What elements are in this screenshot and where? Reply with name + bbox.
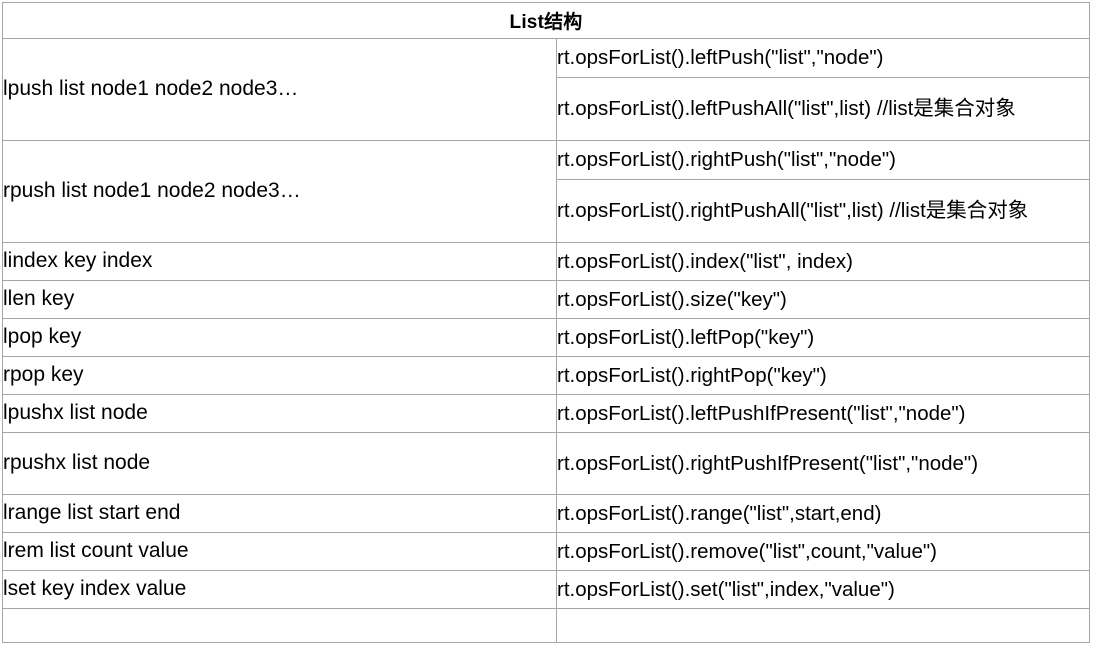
table-row[interactable]: lset key index value rt.opsForList().set…: [2, 570, 1091, 609]
command-cell: [2, 608, 557, 643]
api-cell: [555, 608, 1091, 643]
api-cell: rt.opsForList().rightPop("key"): [555, 356, 1091, 395]
api-text: rt.opsForList().leftPushAll("list",list)…: [557, 97, 1016, 121]
table-row[interactable]: rpop key rt.opsForList().rightPop("key"): [2, 356, 1091, 395]
command-cell: lpush list node1 node2 node3…: [2, 38, 557, 141]
command-cell: lrange list start end: [2, 494, 557, 533]
api-text: rt.opsForList().rightPush("list","node"): [557, 148, 896, 172]
api-cell: rt.opsForList().range("list",start,end): [555, 494, 1091, 533]
table-row-continuation[interactable]: rt.opsForList().leftPushAll("list",list)…: [3, 77, 1091, 141]
table-row[interactable]: lpushx list node rt.opsForList().leftPus…: [2, 394, 1091, 433]
api-cell: rt.opsForList().leftPop("key"): [555, 318, 1091, 357]
api-cell: rt.opsForList().rightPushAll("list",list…: [555, 179, 1091, 243]
api-text: rt.opsForList().rightPop("key"): [557, 363, 827, 387]
table-row-continuation[interactable]: rt.opsForList().rightPushAll("list",list…: [3, 179, 1091, 243]
api-text: rt.opsForList().leftPushIfPresent("list"…: [557, 401, 966, 425]
api-cell: rt.opsForList().leftPushAll("list",list)…: [555, 77, 1091, 141]
table-row[interactable]: lpop key rt.opsForList().leftPop("key"): [2, 318, 1091, 357]
api-cell: rt.opsForList().remove("list",count,"val…: [555, 532, 1091, 571]
table-row[interactable]: lindex key index rt.opsForList().index("…: [2, 242, 1091, 281]
command-cell: rpushx list node: [2, 432, 557, 495]
api-text: rt.opsForList().leftPush("list","node"): [557, 46, 884, 70]
command-cell: rpush list node1 node2 node3…: [2, 140, 557, 243]
table-row[interactable]: lrem list count value rt.opsForList().re…: [2, 532, 1091, 571]
table-row[interactable]: llen key rt.opsForList().size("key"): [2, 280, 1091, 319]
list-structure-table: List结构 lpush list node1 node2 node3… rt.…: [1, 2, 1091, 643]
api-text: rt.opsForList().index("list", index): [557, 249, 853, 273]
api-cell: rt.opsForList().leftPush("list","node"): [555, 38, 1091, 78]
api-cell: rt.opsForList().leftPushIfPresent("list"…: [555, 394, 1091, 433]
table-header-row: List结构: [1, 2, 1091, 39]
command-cell: rpop key: [2, 356, 557, 395]
api-text: rt.opsForList().remove("list",count,"val…: [557, 539, 937, 563]
api-text: rt.opsForList().size("key"): [557, 287, 787, 311]
table-row[interactable]: lpush list node1 node2 node3… rt.opsForL…: [2, 38, 1091, 141]
api-text: rt.opsForList().rightPushAll("list",list…: [557, 199, 1029, 223]
api-text: rt.opsForList().leftPop("key"): [557, 325, 815, 349]
table-row-empty[interactable]: [2, 608, 1091, 643]
api-cell: rt.opsForList().rightPush("list","node"): [555, 140, 1091, 180]
table-title: List结构: [1, 2, 1091, 39]
api-cell: rt.opsForList().set("list",index,"value"…: [555, 570, 1091, 609]
api-cell: rt.opsForList().size("key"): [555, 280, 1091, 319]
command-cell: lrem list count value: [2, 532, 557, 571]
command-cell: lindex key index: [2, 242, 557, 281]
api-text: rt.opsForList().range("list",start,end): [557, 501, 882, 525]
api-cell: rt.opsForList().rightPushIfPresent("list…: [555, 432, 1091, 495]
table-row[interactable]: rpush list node1 node2 node3… rt.opsForL…: [2, 140, 1091, 243]
api-text: rt.opsForList().rightPushIfPresent("list…: [557, 451, 979, 475]
api-text: rt.opsForList().set("list",index,"value"…: [557, 577, 895, 601]
table-row[interactable]: lrange list start end rt.opsForList().ra…: [2, 494, 1091, 533]
table-row[interactable]: rpushx list node rt.opsForList().rightPu…: [2, 432, 1091, 495]
command-cell: lpop key: [2, 318, 557, 357]
api-cell: rt.opsForList().index("list", index): [555, 242, 1091, 281]
command-cell: lpushx list node: [2, 394, 557, 433]
command-cell: lset key index value: [2, 570, 557, 609]
command-cell: llen key: [2, 280, 557, 319]
